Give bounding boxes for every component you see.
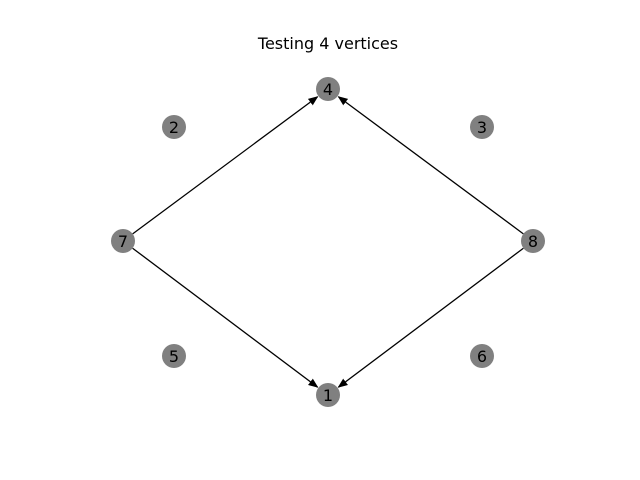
node-label: 1	[323, 386, 333, 405]
edge-8-4	[337, 96, 524, 235]
node-4: 4	[316, 77, 340, 101]
node-circle	[111, 229, 135, 253]
node-label: 7	[118, 232, 128, 251]
node-label: 5	[169, 347, 179, 366]
node-3: 3	[470, 115, 494, 139]
node-label: 2	[169, 118, 179, 137]
node-1: 1	[316, 383, 340, 407]
node-circle	[470, 344, 494, 368]
node-2: 2	[162, 115, 186, 139]
edge-7-1	[132, 247, 319, 388]
node-circle	[316, 77, 340, 101]
node-circle	[470, 115, 494, 139]
edge-8-1	[337, 247, 524, 388]
node-circle	[162, 115, 186, 139]
edge-7-4	[132, 96, 319, 235]
node-label: 6	[477, 347, 487, 366]
graph-title: Testing 4 vertices	[257, 34, 398, 53]
nodes-layer: 1 2 3 4 5 6 7 8	[111, 77, 545, 407]
node-circle	[162, 344, 186, 368]
node-circle	[521, 229, 545, 253]
node-8: 8	[521, 229, 545, 253]
node-circle	[316, 383, 340, 407]
node-label: 4	[323, 80, 333, 99]
node-label: 8	[528, 232, 538, 251]
node-7: 7	[111, 229, 135, 253]
node-6: 6	[470, 344, 494, 368]
node-5: 5	[162, 344, 186, 368]
edges-layer	[132, 96, 524, 388]
node-label: 3	[477, 118, 487, 137]
